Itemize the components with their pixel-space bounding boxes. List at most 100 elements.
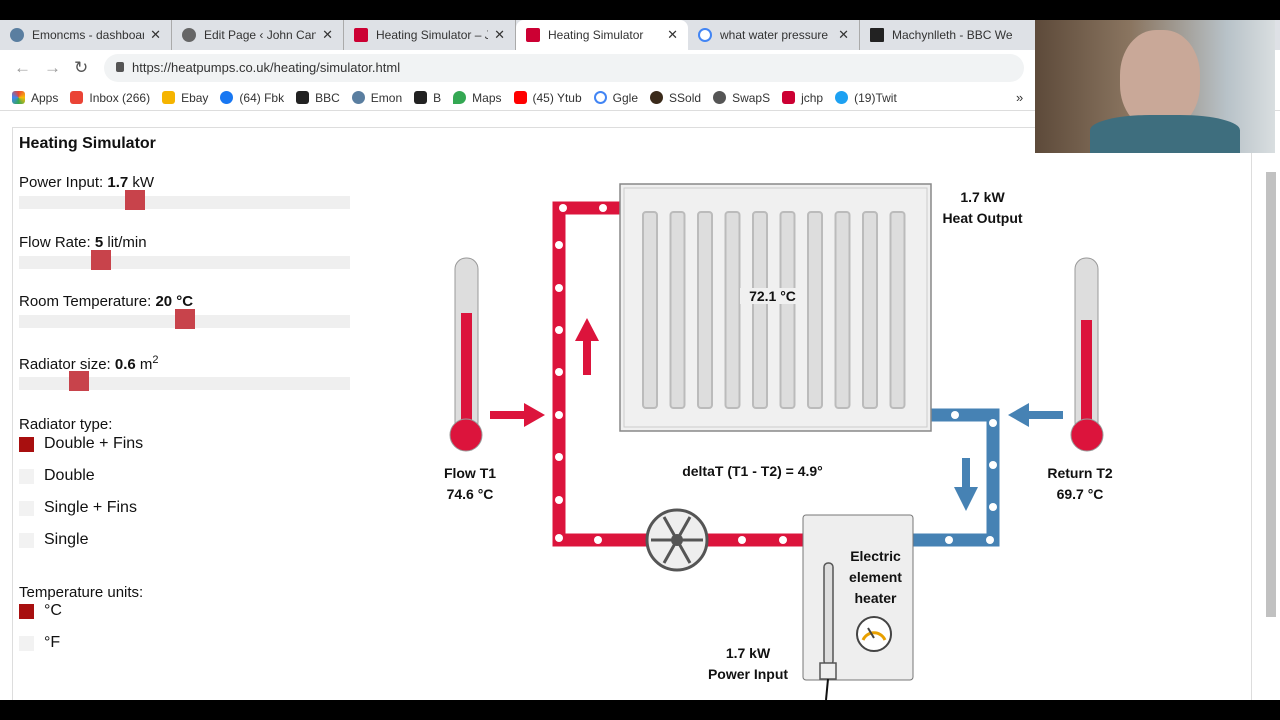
radiator-fin	[697, 211, 713, 409]
radio-double-fins[interactable]: Double + Fins	[19, 435, 143, 453]
close-icon[interactable]: ✕	[667, 27, 678, 42]
bookmark[interactable]: Ggle	[593, 91, 638, 105]
radio-double[interactable]: Double	[19, 467, 95, 485]
jchp-icon	[782, 91, 796, 104]
webcam-overlay	[1035, 20, 1275, 153]
radiator-fin	[834, 211, 851, 409]
bbc-icon	[414, 91, 428, 104]
google-icon	[593, 91, 607, 104]
return-thermometer	[1070, 257, 1104, 452]
radio-box[interactable]	[19, 500, 34, 516]
return-arrow-icon	[1008, 403, 1063, 427]
bottom-black-bar	[0, 700, 1280, 720]
page-frame	[12, 127, 1252, 700]
radio-fahrenheit[interactable]: °F	[19, 634, 60, 652]
slider-thumb[interactable]	[124, 190, 145, 210]
power-input-slider[interactable]	[19, 190, 350, 210]
radio-box[interactable]	[19, 436, 34, 452]
more-bookmarks-button[interactable]: »	[1016, 90, 1024, 105]
bookmark[interactable]: SSold	[650, 91, 701, 105]
browser-tab[interactable]: Edit Page ‹ John Cantor✕	[172, 20, 344, 50]
bookmark[interactable]: Apps	[12, 91, 58, 105]
close-icon[interactable]: ✕	[838, 27, 849, 42]
twitter-icon	[835, 91, 849, 104]
radiator-fin	[752, 211, 768, 409]
jchp-icon	[526, 28, 540, 42]
gauge-icon	[856, 616, 892, 652]
radiator-temp: 72.1 °C	[740, 288, 805, 304]
url-input[interactable]: https://heatpumps.co.uk/heating/simulato…	[104, 54, 1024, 82]
presenter-face	[1120, 30, 1200, 130]
bookmark[interactable]: SwapS	[713, 91, 770, 105]
close-icon[interactable]: ✕	[150, 27, 161, 42]
scrollbar-thumb[interactable]	[1266, 172, 1276, 617]
emon-icon	[10, 28, 24, 42]
bookmark[interactable]: (45) Ytub	[513, 91, 582, 105]
browser-tab[interactable]: Heating Simulator – John✕	[344, 20, 516, 50]
bookmark[interactable]: (64) Fbk	[220, 91, 284, 105]
bookmark[interactable]: Ebay	[162, 91, 208, 105]
bookmarks-bar: Apps Inbox (266) Ebay (64) Fbk BBC Emon …	[0, 85, 1280, 111]
flow-rate-slider[interactable]	[19, 250, 350, 270]
pump-icon	[645, 508, 709, 572]
scrollbar[interactable]	[1264, 160, 1276, 700]
browser-tab-active[interactable]: Heating Simulator✕	[516, 20, 688, 50]
gmail-icon	[70, 91, 84, 104]
browser-tab[interactable]: Emoncms - dashboard✕	[0, 20, 172, 50]
emon-icon	[351, 91, 365, 104]
slider-thumb[interactable]	[174, 309, 195, 329]
bookmark[interactable]: Emon	[351, 91, 402, 105]
radio-celsius[interactable]: °C	[19, 602, 62, 620]
radiator-fin	[889, 211, 906, 409]
radiator-fin	[724, 211, 741, 409]
bookmark[interactable]: jchp	[782, 91, 823, 105]
apps-icon	[12, 91, 25, 104]
slider-thumb[interactable]	[90, 250, 111, 270]
reload-icon[interactable]: ↻	[74, 57, 89, 77]
radio-box[interactable]	[19, 603, 34, 619]
bag-icon	[162, 91, 176, 104]
facebook-icon	[220, 91, 234, 104]
top-black-bar	[0, 0, 1280, 20]
jchp-icon	[354, 28, 368, 42]
close-icon[interactable]: ✕	[494, 27, 505, 42]
radiator-fin	[669, 211, 686, 409]
bookmark[interactable]: B	[414, 91, 441, 105]
room-temp-slider[interactable]	[19, 309, 350, 329]
ssold-icon	[650, 91, 664, 104]
browser-tab[interactable]: Machynlleth - BBC We	[860, 20, 1030, 50]
radio-single-fins[interactable]: Single + Fins	[19, 499, 137, 517]
radiator-fin	[807, 211, 823, 409]
radio-box[interactable]	[19, 635, 34, 651]
maps-icon	[453, 91, 467, 104]
bookmark[interactable]: (19)Twit	[835, 91, 897, 105]
flow-rate-label: Flow Rate: 5 lit/min	[19, 234, 147, 251]
bbc-icon	[296, 91, 310, 104]
google-icon	[698, 28, 712, 42]
radiator-size-slider[interactable]	[19, 371, 350, 391]
bbc-icon	[870, 28, 884, 42]
radio-single[interactable]: Single	[19, 531, 88, 549]
lock-icon	[116, 62, 124, 72]
bookmark[interactable]: Inbox (266)	[70, 91, 150, 105]
browser-tab[interactable]: what water pressure un✕	[688, 20, 860, 50]
radio-box[interactable]	[19, 468, 34, 484]
slider-thumb[interactable]	[68, 371, 89, 391]
close-icon[interactable]: ✕	[322, 27, 333, 42]
radio-box[interactable]	[19, 532, 34, 548]
radiator-type-label: Radiator type:	[19, 416, 113, 433]
presenter-shirt	[1090, 115, 1240, 153]
room-temp-label: Room Temperature: 20 °C	[19, 293, 194, 310]
forward-icon[interactable]: →	[44, 57, 61, 77]
bookmark[interactable]: Maps	[453, 91, 502, 105]
delta-t-readout: deltaT (T1 - T2) = 4.9°	[682, 463, 823, 479]
bookmark[interactable]: BBC	[296, 91, 340, 105]
temp-units-label: Temperature units:	[19, 584, 144, 601]
radiator-size-label: Radiator size: 0.6 m2	[19, 354, 159, 373]
back-icon[interactable]: ←	[14, 57, 31, 77]
